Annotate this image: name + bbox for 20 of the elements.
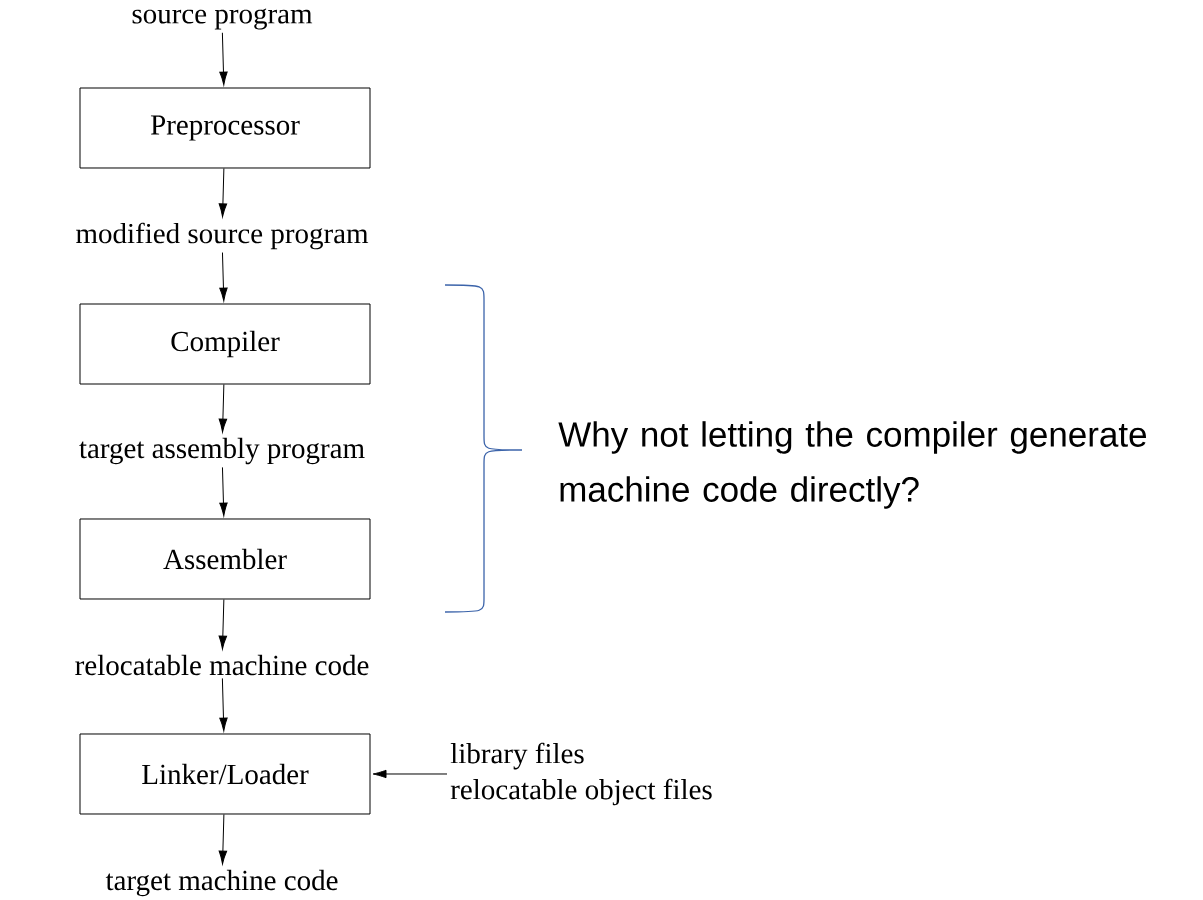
- arrow: [219, 32, 228, 86]
- flow-label: modified source program: [76, 222, 369, 250]
- question-text: Why not letting the compiler generate machine code directly?: [558, 421, 1146, 509]
- process-box: Preprocessor: [79, 87, 371, 169]
- arrow: [372, 769, 448, 779]
- flow-label: target assembly program: [79, 437, 365, 465]
- arrow: [218, 599, 228, 650]
- process-box: Compiler: [79, 303, 371, 385]
- input-label: library files relocatable object files: [450, 742, 712, 806]
- arrow: [219, 252, 228, 302]
- flow-label: source program: [132, 8, 313, 30]
- arrow: [219, 466, 228, 517]
- arrow: [218, 168, 228, 218]
- arrow: [218, 814, 228, 865]
- process-box: Linker/Loader: [79, 733, 371, 815]
- arrow: [219, 677, 228, 732]
- process-box: Assembler: [79, 518, 371, 600]
- flow-label: target machine code: [105, 869, 338, 897]
- arrow: [218, 384, 228, 433]
- flow-label: relocatable machine code: [75, 654, 369, 676]
